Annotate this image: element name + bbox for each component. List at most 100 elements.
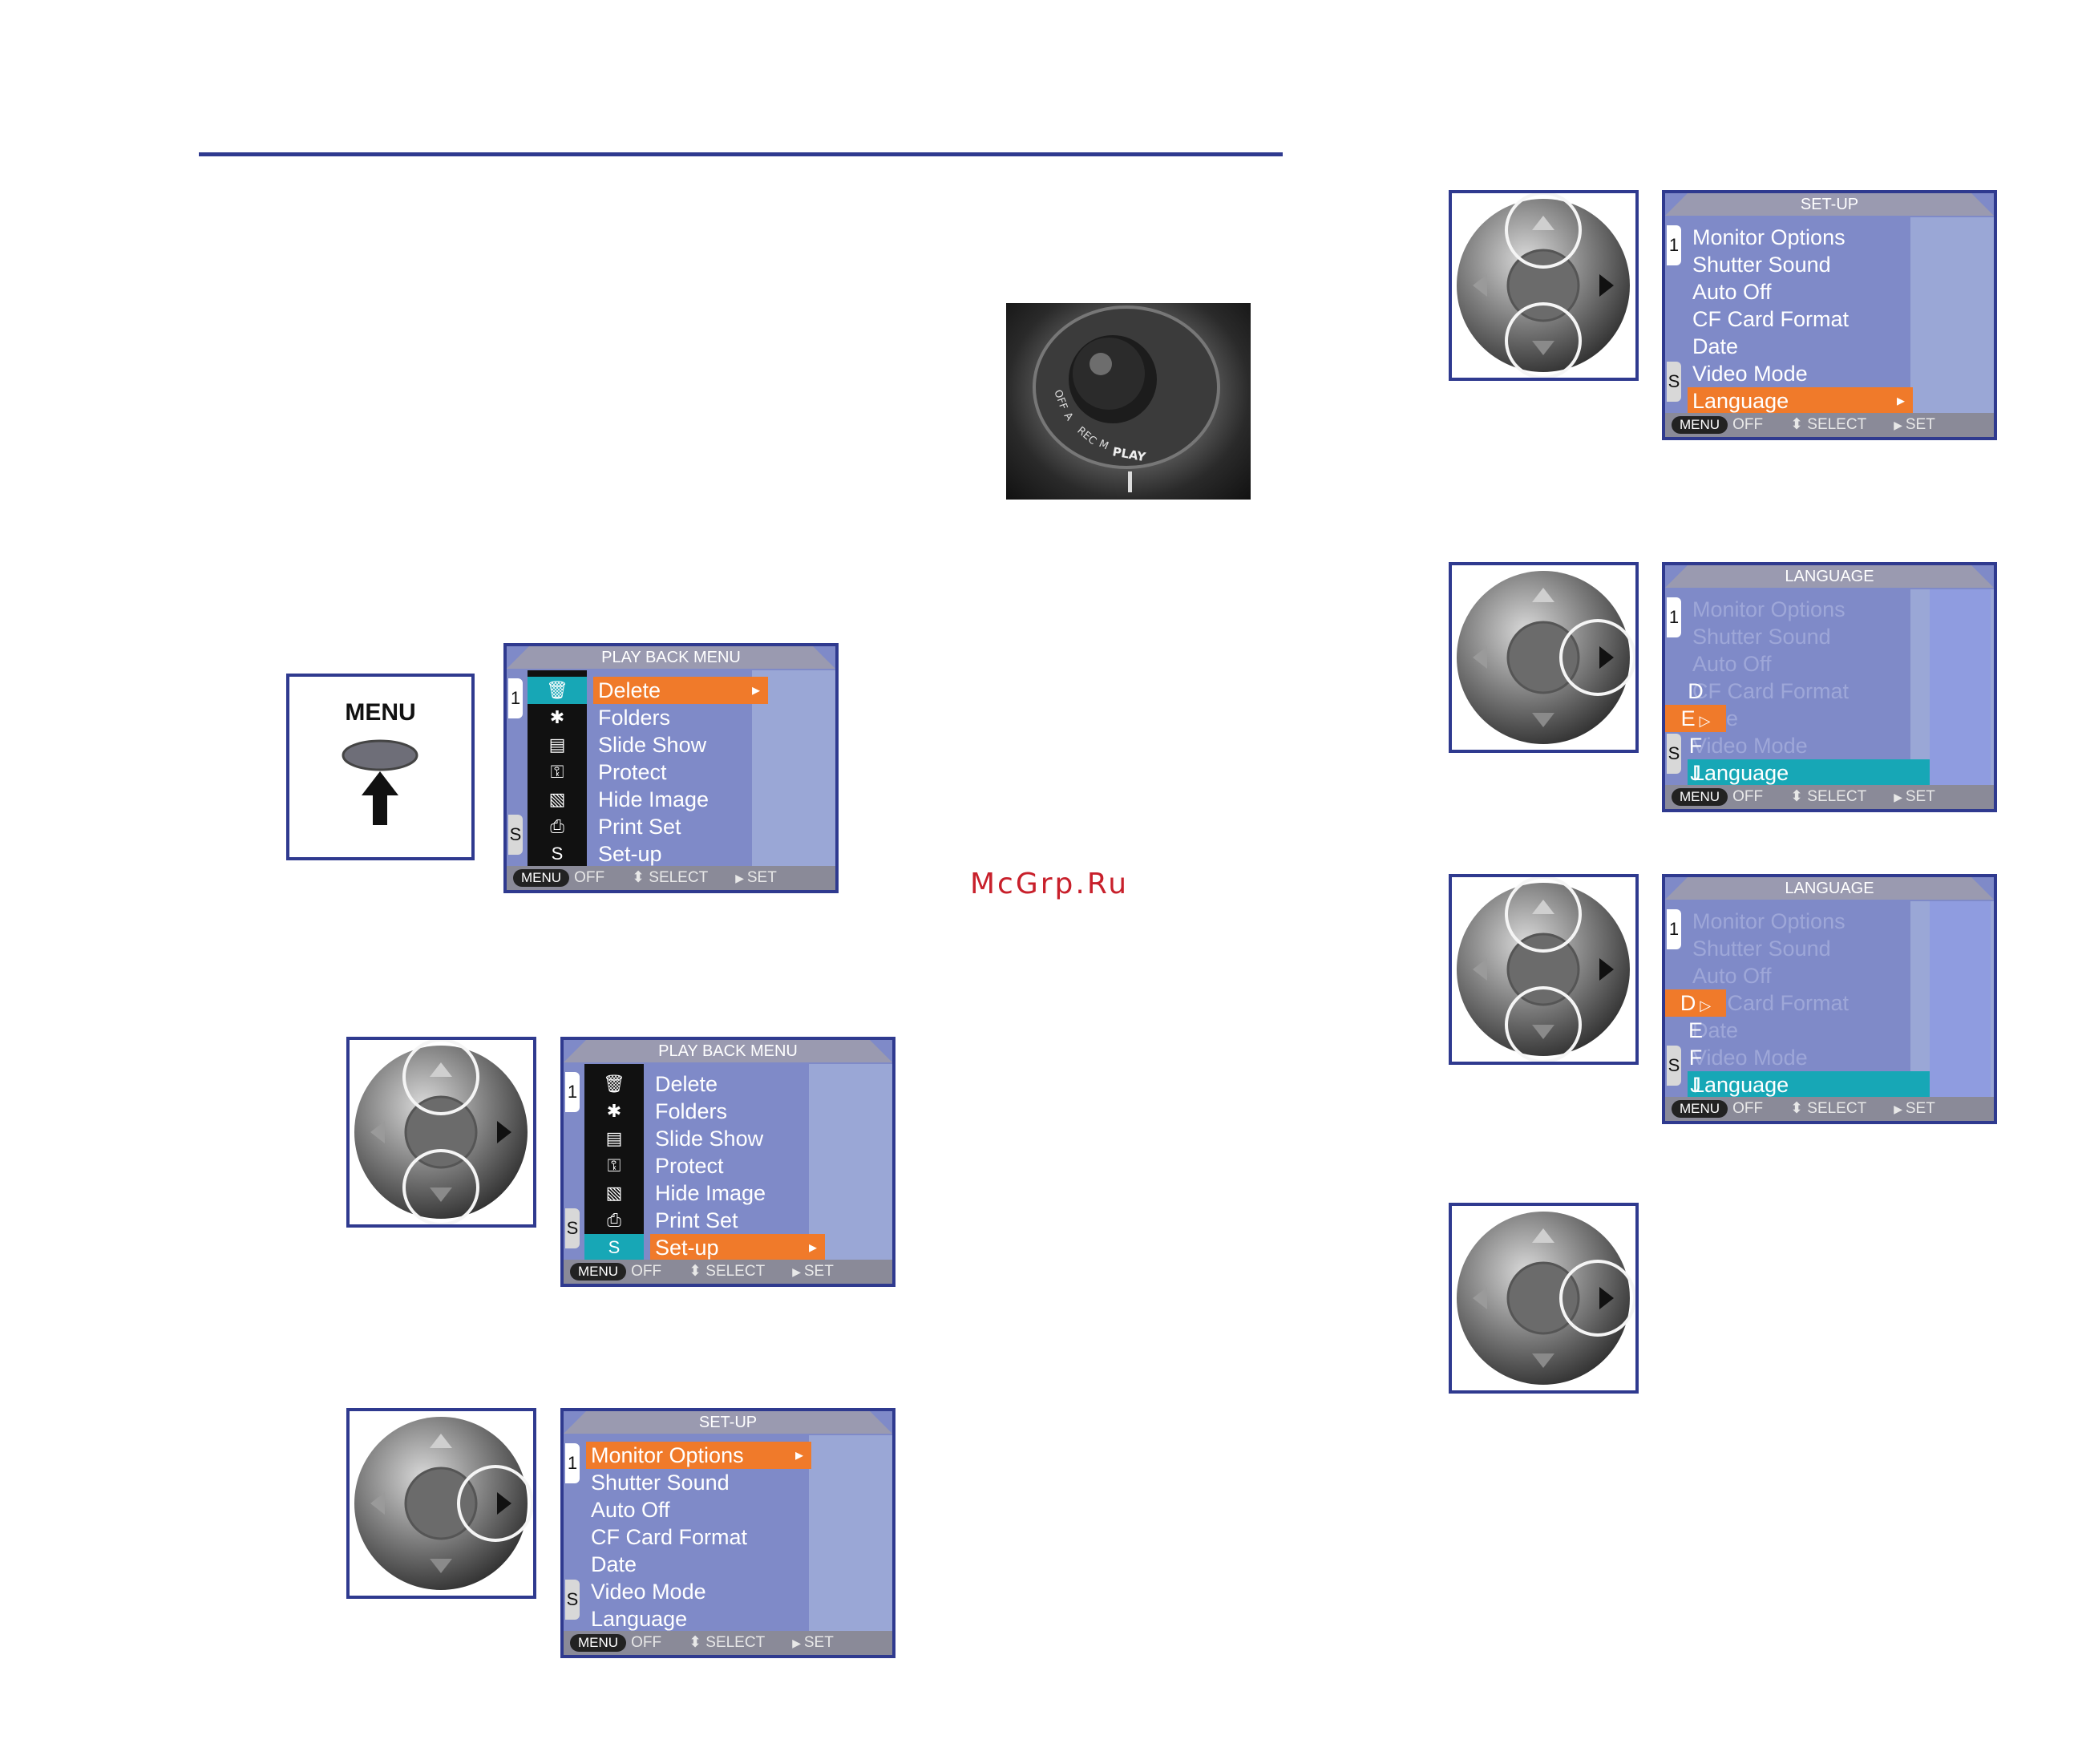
menu-item[interactable]: Hide Image — [650, 1179, 825, 1207]
language-option[interactable]: E — [1665, 1017, 1726, 1044]
menu-item-label: Delete — [598, 678, 661, 702]
menu-item[interactable]: CF Card Format — [1688, 305, 1913, 333]
slideshow-icon: ▤ — [548, 734, 566, 755]
menu-item[interactable]: Print Set — [593, 813, 768, 840]
play-arrow-icon: ▶ — [1894, 791, 1906, 803]
pad-center — [404, 1467, 478, 1540]
menu-item[interactable]: Protect — [650, 1152, 825, 1179]
menu-item[interactable]: Monitor Options▸ — [586, 1442, 811, 1469]
language-option[interactable]: F — [1665, 732, 1726, 759]
menu-item[interactable]: Shutter Sound — [586, 1469, 811, 1496]
menu-item-label: Date — [591, 1552, 637, 1576]
footer-off: OFF — [631, 1634, 662, 1651]
menu-item[interactable]: Delete — [650, 1070, 825, 1098]
multi-selector-right-3 — [1449, 1203, 1639, 1394]
language-option[interactable]: D — [1665, 678, 1726, 705]
footer-off: OFF — [1732, 788, 1764, 805]
language-option[interactable]: J — [1665, 759, 1726, 787]
tab-s: S — [565, 1208, 580, 1248]
arrow-down-icon — [1532, 713, 1554, 727]
menu-item[interactable]: Language — [1688, 1071, 1933, 1098]
arrow-up-icon — [430, 1434, 452, 1448]
menu-item[interactable]: Monitor Options — [1688, 908, 1933, 935]
menu-item-label: CF Card Format — [591, 1525, 748, 1549]
menu-item[interactable]: Video Mode — [1688, 732, 1933, 759]
footer-select: ⬍ SELECT — [689, 1263, 765, 1280]
language-option-label: E — [1680, 706, 1696, 730]
menu-item[interactable]: Auto Off — [1688, 962, 1933, 989]
menu-item[interactable]: Language▸ — [1688, 387, 1913, 415]
menu-pill: MENU — [1672, 788, 1728, 806]
menu-item[interactable]: Video Mode — [586, 1578, 811, 1605]
highlight-right-ring — [1559, 1260, 1635, 1337]
menu-item-label: Shutter Sound — [591, 1471, 730, 1495]
menu-item[interactable]: Shutter Sound — [1688, 251, 1913, 278]
menu-item[interactable]: Delete▸ — [593, 677, 768, 704]
menu-pill: MENU — [570, 1263, 627, 1281]
menu-item[interactable]: Shutter Sound — [1688, 935, 1933, 962]
menu-item[interactable]: Video Mode — [1688, 1044, 1933, 1071]
play-arrow-icon: ▶ — [1894, 419, 1906, 431]
menu-item-label: CF Card Format — [1692, 307, 1850, 331]
submenu-arrow-icon: ▸ — [808, 1239, 817, 1256]
tab-1: 1 — [565, 1072, 580, 1112]
menu-item[interactable]: Date — [1688, 1017, 1933, 1044]
menu-item-label: Language — [591, 1607, 688, 1631]
menu-item[interactable]: CF Card Format — [1688, 678, 1933, 705]
footer-set-label: SET — [1905, 788, 1935, 805]
menu-item[interactable]: Auto Off — [1688, 650, 1933, 678]
arrow-down-icon — [1532, 341, 1554, 355]
menu-item[interactable]: Slide Show — [650, 1125, 825, 1152]
menu-icon: 🗑 — [603, 1074, 625, 1094]
hide-icon: ▧ — [548, 789, 566, 809]
lcd-title: PLAY BACK MENU — [507, 646, 835, 669]
menu-item-label: Monitor Options — [1692, 225, 1846, 249]
menu-item[interactable]: Set-up — [593, 840, 768, 868]
menu-item[interactable]: CF Card Format — [586, 1523, 811, 1551]
pad-center — [1506, 621, 1580, 694]
arrow-right-icon — [497, 1121, 511, 1143]
arrow-down-icon — [1532, 1025, 1554, 1039]
menu-item[interactable]: Auto Off — [586, 1496, 811, 1523]
multi-selector-up-down-2 — [1449, 190, 1639, 381]
menu-item[interactable]: Language — [586, 1605, 811, 1633]
menu-item[interactable]: Hide Image — [593, 786, 768, 813]
language-option-label: F — [1688, 734, 1703, 758]
tab-s: S — [1667, 1046, 1681, 1086]
menu-item[interactable]: Monitor Options — [1688, 224, 1913, 251]
menu-item[interactable]: Video Mode — [1688, 360, 1913, 387]
language-option[interactable]: D ▷ — [1665, 989, 1726, 1017]
arrow-right-icon — [1599, 274, 1614, 297]
pad-center — [1506, 1261, 1580, 1335]
language-option[interactable]: E ▷ — [1665, 705, 1726, 732]
menu-item[interactable]: Date — [1688, 333, 1913, 360]
footer-select: ⬍ SELECT — [1790, 788, 1866, 805]
menu-item[interactable]: Shutter Sound — [1688, 623, 1933, 650]
S: S — [551, 844, 564, 864]
tab-1: 1 — [1667, 909, 1681, 949]
language-option[interactable]: J — [1665, 1071, 1726, 1098]
menu-item[interactable]: Set-up▸ — [650, 1234, 825, 1261]
menu-item[interactable]: Date — [586, 1551, 811, 1578]
menu-item-label: Hide Image — [655, 1181, 766, 1205]
menu-item[interactable]: Auto Off — [1688, 278, 1913, 305]
menu-item[interactable]: Folders — [593, 704, 768, 731]
menu-icon: ▧ — [605, 1183, 623, 1203]
up-down-arrow-icon: ⬍ — [1790, 1100, 1808, 1117]
menu-item[interactable]: Slide Show — [593, 731, 768, 759]
arrow-left-icon — [1473, 646, 1487, 669]
menu-item[interactable]: Print Set — [650, 1207, 825, 1234]
arrow-right-icon — [1599, 646, 1614, 669]
menu-icon: S — [584, 1234, 644, 1261]
menu-item[interactable]: Protect — [593, 759, 768, 786]
language-option[interactable]: F — [1665, 1044, 1726, 1071]
menu-item[interactable]: Language — [1688, 759, 1933, 787]
menu-item-label: Auto Off — [1692, 280, 1772, 304]
menu-item[interactable]: Monitor Options — [1688, 596, 1933, 623]
menu-item[interactable]: Folders — [650, 1098, 825, 1125]
